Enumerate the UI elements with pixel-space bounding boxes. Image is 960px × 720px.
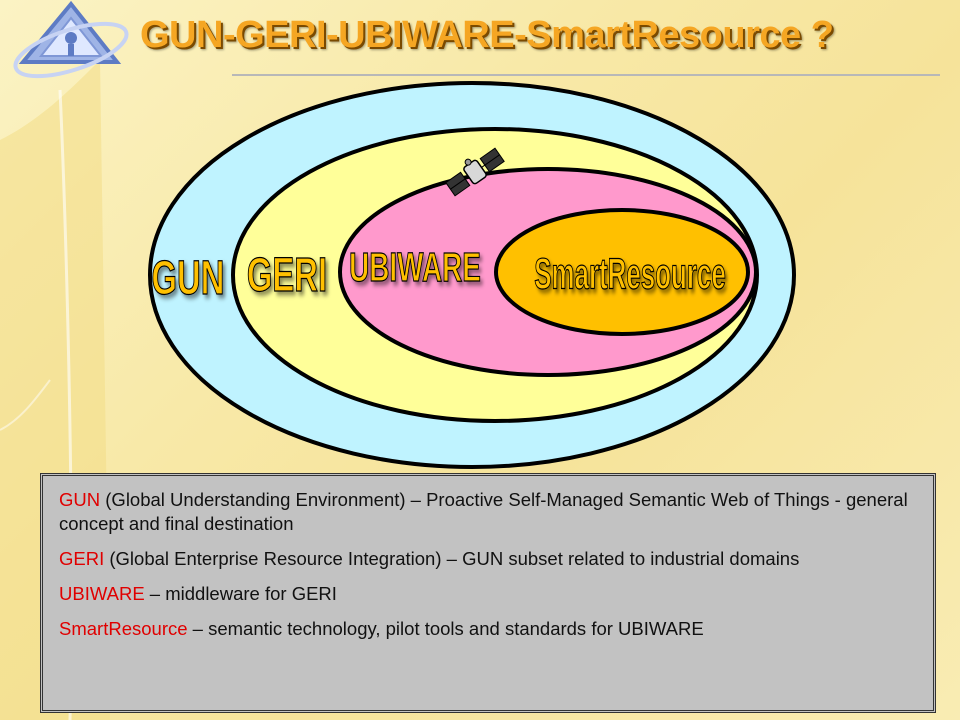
page-title: GUN-GERI-UBIWARE-SmartResource ? bbox=[140, 14, 834, 56]
legend-term: SmartResource bbox=[59, 618, 188, 639]
legend-item-geri: GERI (Global Enterprise Resource Integra… bbox=[59, 547, 917, 571]
legend-term: UBIWARE bbox=[59, 583, 145, 604]
geri-label: GERI bbox=[247, 248, 327, 302]
smartresource-ellipse bbox=[494, 208, 750, 336]
gun-label: GUN bbox=[152, 251, 225, 305]
legend-description: (Global Enterprise Resource Integration)… bbox=[104, 548, 800, 569]
legend-item-smartresource: SmartResource – semantic technology, pil… bbox=[59, 617, 917, 641]
legend-box: GUN (Global Understanding Environment) –… bbox=[40, 473, 936, 713]
legend-term: GUN bbox=[59, 489, 101, 510]
legend-item-gun: GUN (Global Understanding Environment) –… bbox=[59, 488, 917, 536]
legend-term: GERI bbox=[59, 548, 105, 569]
legend-description: – middleware for GERI bbox=[144, 583, 337, 604]
legend-item-ubiware: UBIWARE – middleware for GERI bbox=[59, 582, 917, 606]
smartresource-label: SmartResource bbox=[534, 250, 726, 299]
ubiware-label: UBIWARE bbox=[349, 245, 481, 291]
legend-description: – semantic technology, pilot tools and s… bbox=[187, 618, 704, 639]
legend-description: (Global Understanding Environment) – Pro… bbox=[59, 489, 908, 534]
title-divider bbox=[232, 74, 940, 76]
nested-ellipse-diagram: GUN GERI UBIWARE SmartResource bbox=[148, 81, 796, 469]
logo-icon bbox=[13, 0, 129, 79]
satellite-icon bbox=[445, 147, 505, 197]
